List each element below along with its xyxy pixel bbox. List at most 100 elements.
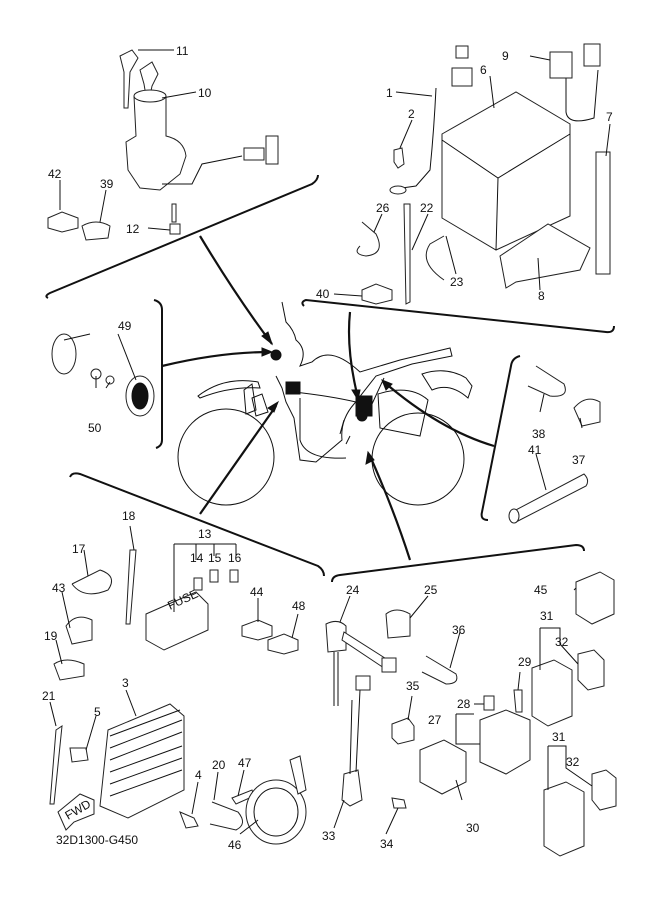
label-12: 12 bbox=[126, 222, 140, 236]
label-47: 47 bbox=[238, 756, 252, 770]
pointer-arrows bbox=[161, 235, 495, 561]
ignition-connector-2 bbox=[265, 135, 279, 165]
arrow-from-ignition bbox=[199, 235, 273, 345]
label-2: 2 bbox=[408, 107, 415, 121]
battery-strap bbox=[595, 151, 611, 275]
clamp-40 bbox=[361, 283, 393, 305]
fwd-arrow bbox=[57, 793, 95, 831]
relay-31b bbox=[543, 781, 585, 857]
battery-assembly bbox=[356, 43, 611, 305]
label-40: 40 bbox=[316, 287, 330, 301]
part-labels: 11 10 12 42 39 1 2 6 9 7 8 26 22 23 40 4… bbox=[42, 44, 613, 852]
cable-tie-23 bbox=[425, 235, 445, 281]
reflector-plate bbox=[51, 333, 77, 375]
arrowhead-reflector bbox=[261, 347, 274, 357]
label-46: 46 bbox=[228, 838, 242, 852]
protector-tube-41 bbox=[511, 473, 589, 523]
rear-right-assembly bbox=[325, 571, 617, 857]
label-49: 49 bbox=[118, 319, 132, 333]
protector-tube-end bbox=[508, 508, 520, 524]
cable-tie-17 bbox=[71, 569, 113, 595]
reflector-assembly bbox=[51, 333, 155, 417]
horn-46 bbox=[245, 779, 307, 845]
relay-45 bbox=[575, 571, 615, 625]
clamp-37 bbox=[573, 398, 601, 427]
label-23: 23 bbox=[450, 275, 464, 289]
label-24: 24 bbox=[346, 583, 360, 597]
part-35 bbox=[391, 717, 415, 745]
horn-bracket bbox=[289, 755, 307, 795]
front-fender bbox=[197, 380, 261, 399]
key-1 bbox=[119, 49, 139, 109]
fuse-15 bbox=[209, 569, 219, 583]
battery-top-edge bbox=[441, 133, 571, 251]
fuse-16 bbox=[229, 569, 239, 583]
switch-24-spring bbox=[333, 652, 339, 706]
label-28: 28 bbox=[457, 697, 471, 711]
ring-terminal bbox=[389, 185, 407, 195]
fork bbox=[243, 383, 257, 415]
relay-30 bbox=[419, 739, 467, 795]
clamp-44 bbox=[241, 619, 273, 641]
relay-31a bbox=[531, 659, 573, 727]
arrowhead-ignition bbox=[261, 331, 274, 346]
bolt-12 bbox=[171, 203, 177, 223]
ignition-connector bbox=[243, 147, 265, 161]
clamp-39 bbox=[81, 221, 111, 241]
arrowhead-rear-clamps bbox=[381, 379, 393, 391]
label-26: 26 bbox=[376, 201, 390, 215]
collar-5 bbox=[69, 747, 89, 763]
arrowhead-battery bbox=[351, 389, 361, 402]
cable-tie-22 bbox=[403, 203, 411, 305]
starter-relay-27 bbox=[479, 709, 531, 775]
harness-connector-2 bbox=[356, 410, 368, 422]
frame-front-left bbox=[69, 472, 325, 577]
switch-24 bbox=[325, 620, 347, 653]
leader-lines bbox=[49, 49, 611, 835]
arrow-from-rear-right bbox=[368, 455, 412, 561]
label-9: 9 bbox=[502, 49, 509, 63]
label-32b: 32 bbox=[566, 755, 580, 769]
switch-33 bbox=[341, 769, 363, 807]
label-38: 38 bbox=[532, 427, 546, 441]
cable-tie-21 bbox=[49, 724, 63, 805]
label-32a: 32 bbox=[555, 635, 569, 649]
frame-battery bbox=[301, 298, 615, 334]
rear-clamp-assembly bbox=[508, 365, 601, 524]
label-21: 21 bbox=[42, 689, 56, 703]
front-left-assembly: FUSE FWD bbox=[49, 549, 307, 845]
label-34: 34 bbox=[380, 837, 394, 851]
label-48: 48 bbox=[292, 599, 306, 613]
label-27: 27 bbox=[428, 713, 442, 727]
label-5: 5 bbox=[94, 705, 101, 719]
label-7: 7 bbox=[606, 110, 613, 124]
clamp-42 bbox=[47, 211, 79, 233]
battery-cable-positive bbox=[565, 66, 599, 122]
ignition-wire bbox=[162, 155, 243, 185]
arrowhead-front-left bbox=[267, 400, 280, 413]
label-37: 37 bbox=[572, 453, 586, 467]
nut-12 bbox=[169, 223, 181, 235]
label-31b: 31 bbox=[552, 730, 566, 744]
label-42: 42 bbox=[48, 167, 62, 181]
wiring-harness bbox=[293, 377, 385, 459]
label-6: 6 bbox=[480, 63, 487, 77]
label-3: 3 bbox=[122, 676, 129, 690]
switch-24-connector bbox=[381, 657, 397, 673]
reflector-lens-inner bbox=[131, 382, 149, 410]
arrow-from-reflector bbox=[161, 350, 271, 368]
cable-tie-36 bbox=[421, 655, 458, 685]
terminal-cover-9 bbox=[549, 51, 573, 79]
label-33: 33 bbox=[322, 829, 336, 843]
sensor-25 bbox=[385, 609, 411, 639]
label-1: 1 bbox=[386, 86, 393, 100]
frame-outline bbox=[275, 301, 453, 463]
bolt-4 bbox=[179, 811, 199, 829]
harness-connector-1 bbox=[270, 349, 282, 361]
label-14: 14 bbox=[190, 551, 204, 565]
label-25: 25 bbox=[424, 583, 438, 597]
switch-33-connector bbox=[355, 675, 371, 691]
fuse-14 bbox=[193, 577, 203, 591]
clamp-19 bbox=[53, 659, 85, 681]
